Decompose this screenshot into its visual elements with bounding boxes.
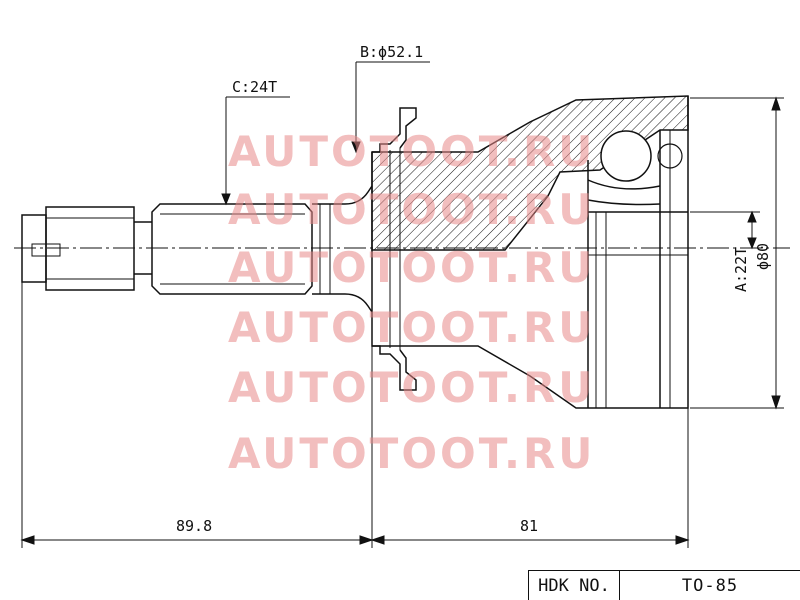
leader-b bbox=[351, 61, 430, 154]
shaft-tip bbox=[21, 206, 152, 291]
length-right-label: 81 bbox=[520, 517, 538, 535]
part-number-label: HDK NO. bbox=[529, 571, 620, 600]
part-number-value: TO-85 bbox=[681, 575, 739, 596]
phi80-label: ϕ80 bbox=[754, 243, 772, 270]
watermark-group: AUTOTOOT.RU AUTOTOOT.RU AUTOTOOT.RU AUTO… bbox=[228, 127, 595, 478]
ball bbox=[600, 130, 683, 182]
b-label: B:ϕ52.1 bbox=[360, 43, 423, 61]
shaft-spline bbox=[151, 185, 373, 313]
watermark-6: AUTOTOOT.RU bbox=[228, 429, 595, 478]
title-block: HDK NO. TO-85 bbox=[528, 570, 800, 600]
bell-interior bbox=[587, 130, 688, 408]
watermark-3: AUTOTOOT.RU bbox=[228, 243, 595, 292]
watermark-2: AUTOTOOT.RU bbox=[228, 185, 595, 234]
length-left-label: 89.8 bbox=[176, 517, 212, 535]
c-label: C:24T bbox=[232, 78, 277, 96]
watermark-4: AUTOTOOT.RU bbox=[228, 303, 595, 352]
watermark-1: AUTOTOOT.RU bbox=[228, 127, 595, 176]
dimension-a22t bbox=[690, 210, 760, 250]
dimension-phi80 bbox=[690, 96, 784, 410]
dimension-length bbox=[20, 282, 690, 548]
a22t-label: A:22T bbox=[732, 247, 750, 292]
watermark-5: AUTOTOOT.RU bbox=[228, 363, 595, 412]
leader-c bbox=[221, 96, 290, 206]
